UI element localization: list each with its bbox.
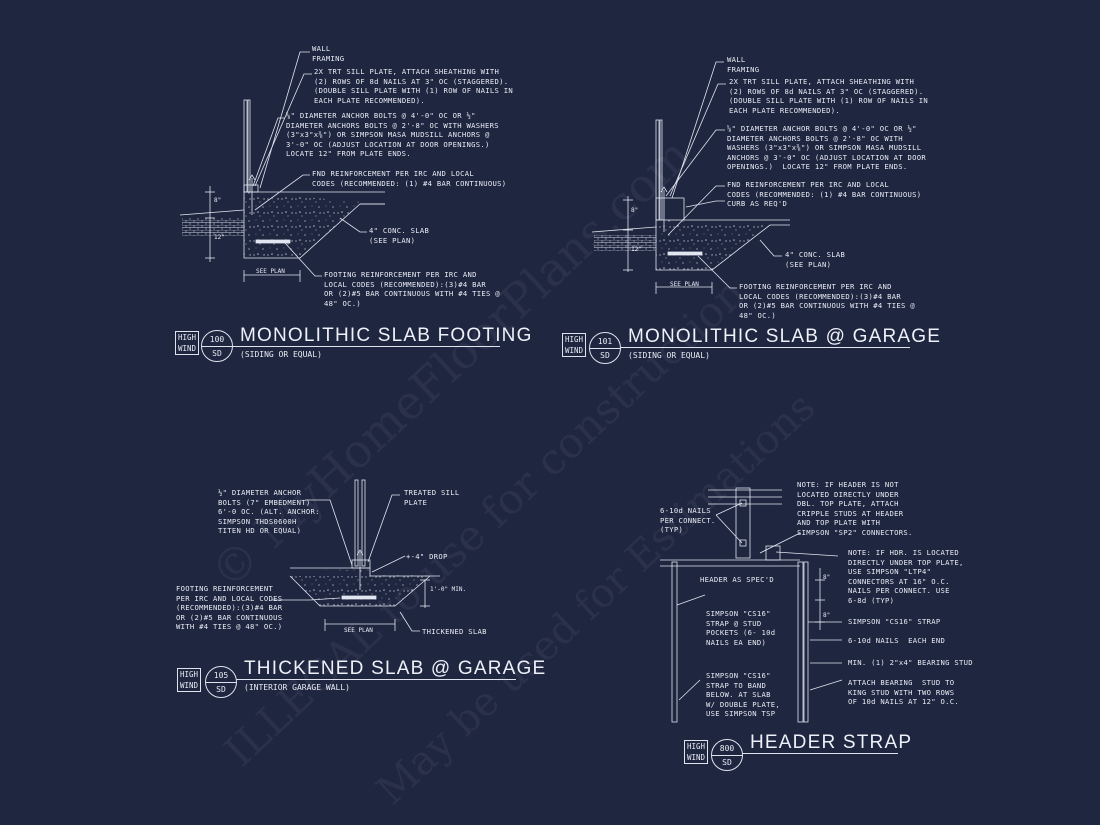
- fnd-reinforcement-note-100: FND REINFORCEMENT PER IRC AND LOCAL CODE…: [312, 169, 507, 188]
- cs16-strap-note-800: SIMPSON "CS16" STRAP: [848, 617, 941, 626]
- detail-bubble-105: 105 SD: [205, 666, 237, 698]
- band-strap-note-800: SIMPSON "CS16" STRAP TO BAND BELOW. AT S…: [706, 671, 781, 719]
- detail-number: 800: [719, 744, 735, 753]
- detail-subtitle-100: (SIDING OR EQUAL): [240, 350, 322, 359]
- title-underline: [742, 753, 898, 754]
- thickened-slab-note-105: THICKENED SLAB: [422, 627, 487, 636]
- slab-note-101: 4" CONC. SLAB (SEE PLAN): [785, 250, 846, 269]
- high-label: HIGH: [180, 670, 199, 679]
- slab-footing-100: [179, 51, 385, 282]
- treated-sill-note-105: TREATED SILL PLATE: [404, 488, 460, 507]
- dim-12-label-100: 12": [214, 234, 225, 241]
- header-strap-800: [660, 487, 843, 723]
- high-wind-tag-100: HIGH WIND: [175, 331, 200, 355]
- detail-bubble-100: 100 SD: [201, 330, 233, 362]
- header-note-2-800: NOTE: IF HDR. IS LOCATED DIRECTLY UNDER …: [848, 548, 964, 605]
- sheet-ref: SD: [600, 351, 610, 360]
- drop-note-105: +-4" DROP: [406, 552, 448, 561]
- detail-number: 105: [213, 671, 229, 680]
- dim-8-label-100: 8": [214, 197, 222, 204]
- dim-8a-label-800: 8": [823, 574, 831, 581]
- detail-subtitle-105: (INTERIOR GARAGE WALL): [244, 683, 350, 692]
- high-label: HIGH: [687, 742, 706, 751]
- detail-title-100: MONOLITHIC SLAB FOOTING: [240, 325, 533, 346]
- sill-plate-note-100: 2X TRT SILL PLATE, ATTACH SHEATHING WITH…: [314, 67, 513, 105]
- fnd-reinforcement-note-101: FND REINFORCEMENT PER IRC AND LOCAL CODE…: [727, 180, 922, 209]
- detail-subtitle-101: (SIDING OR EQUAL): [628, 351, 710, 360]
- anchor-bolt-note-100: ⅝" DIAMETER ANCHOR BOLTS @ 4'-0" OC OR ½…: [286, 111, 499, 159]
- detail-title-105: THICKENED SLAB @ GARAGE: [244, 658, 547, 679]
- wind-label: WIND: [178, 344, 197, 353]
- high-label: HIGH: [178, 333, 197, 342]
- sheet-ref: SD: [216, 685, 226, 694]
- nails-each-end-note-800: 6-10d NAILS EACH END: [848, 636, 946, 645]
- detail-number: 101: [597, 337, 613, 346]
- wind-label: WIND: [687, 753, 706, 762]
- wind-label: WIND: [565, 346, 584, 355]
- sill-plate-note-101: 2X TRT SILL PLATE, ATTACH SHEATHING WITH…: [729, 77, 928, 115]
- bearing-stud-note-800: MIN. (1) 2"x4" BEARING STUD: [848, 658, 973, 667]
- nails-note-800: 6-10d NAILS PER CONNECT. (TYP): [660, 506, 716, 535]
- footing-note-101: FOOTING REINFORCEMENT PER IRC AND LOCAL …: [739, 282, 915, 320]
- thickened-slab-105: [272, 479, 440, 632]
- title-underline: [236, 679, 516, 680]
- footing-note-100: FOOTING REINFORCEMENT PER IRC AND LOCAL …: [324, 270, 500, 308]
- header-spec-note-800: HEADER AS SPEC'D: [700, 575, 775, 584]
- dim-8b-label-800: 8": [823, 612, 831, 619]
- sheet-ref: SD: [212, 349, 222, 358]
- sheet-ref: SD: [722, 758, 732, 767]
- anchor-bolt-note-101: ⅝" DIAMETER ANCHOR BOLTS @ 4'-0" OC OR ½…: [727, 124, 926, 172]
- see-plan-label-101: SEE PLAN: [670, 281, 699, 288]
- title-underline: [620, 347, 910, 348]
- title-underline: [232, 346, 500, 347]
- wind-label: WIND: [180, 681, 199, 690]
- slab-note-100: 4" CONC. SLAB (SEE PLAN): [369, 226, 430, 245]
- high-wind-tag-101: HIGH WIND: [562, 333, 587, 357]
- high-wind-tag-105: HIGH WIND: [177, 668, 202, 692]
- high-label: HIGH: [565, 335, 584, 344]
- high-wind-tag-800: HIGH WIND: [684, 740, 709, 764]
- detail-number: 100: [209, 335, 225, 344]
- header-note-1-800: NOTE: IF HEADER IS NOT LOCATED DIRECTLY …: [797, 480, 913, 537]
- attach-bearing-note-800: ATTACH BEARING STUD TO KING STUD WITH TW…: [848, 678, 960, 707]
- detail-bubble-800: 800 SD: [711, 739, 743, 771]
- wall-framing-note-101: WALL FRAMING: [727, 55, 760, 74]
- cs16-pockets-note-800: SIMPSON "CS16" STRAP @ STUD POCKETS (6- …: [706, 609, 776, 647]
- see-plan-label-100: SEE PLAN: [256, 268, 285, 275]
- footing-note-105: FOOTING REINFORCEMENT PER IRC AND LOCAL …: [176, 584, 283, 632]
- detail-title-800: HEADER STRAP: [750, 732, 913, 753]
- dim-label-105: 1'-0" MIN.: [430, 586, 467, 593]
- wall-framing-note-100: WALL FRAMING: [312, 44, 345, 63]
- dim-8-label-101: 8": [631, 207, 639, 214]
- anchor-bolt-note-105: ½" DIAMETER ANCHOR BOLTS (7" EMBEDMENT) …: [218, 488, 320, 536]
- detail-bubble-101: 101 SD: [589, 332, 621, 364]
- dim-12-label-101: 12": [631, 246, 642, 253]
- see-plan-label-105: SEE PLAN: [344, 627, 373, 634]
- detail-title-101: MONOLITHIC SLAB @ GARAGE: [628, 326, 942, 347]
- slab-garage-101: [591, 61, 790, 294]
